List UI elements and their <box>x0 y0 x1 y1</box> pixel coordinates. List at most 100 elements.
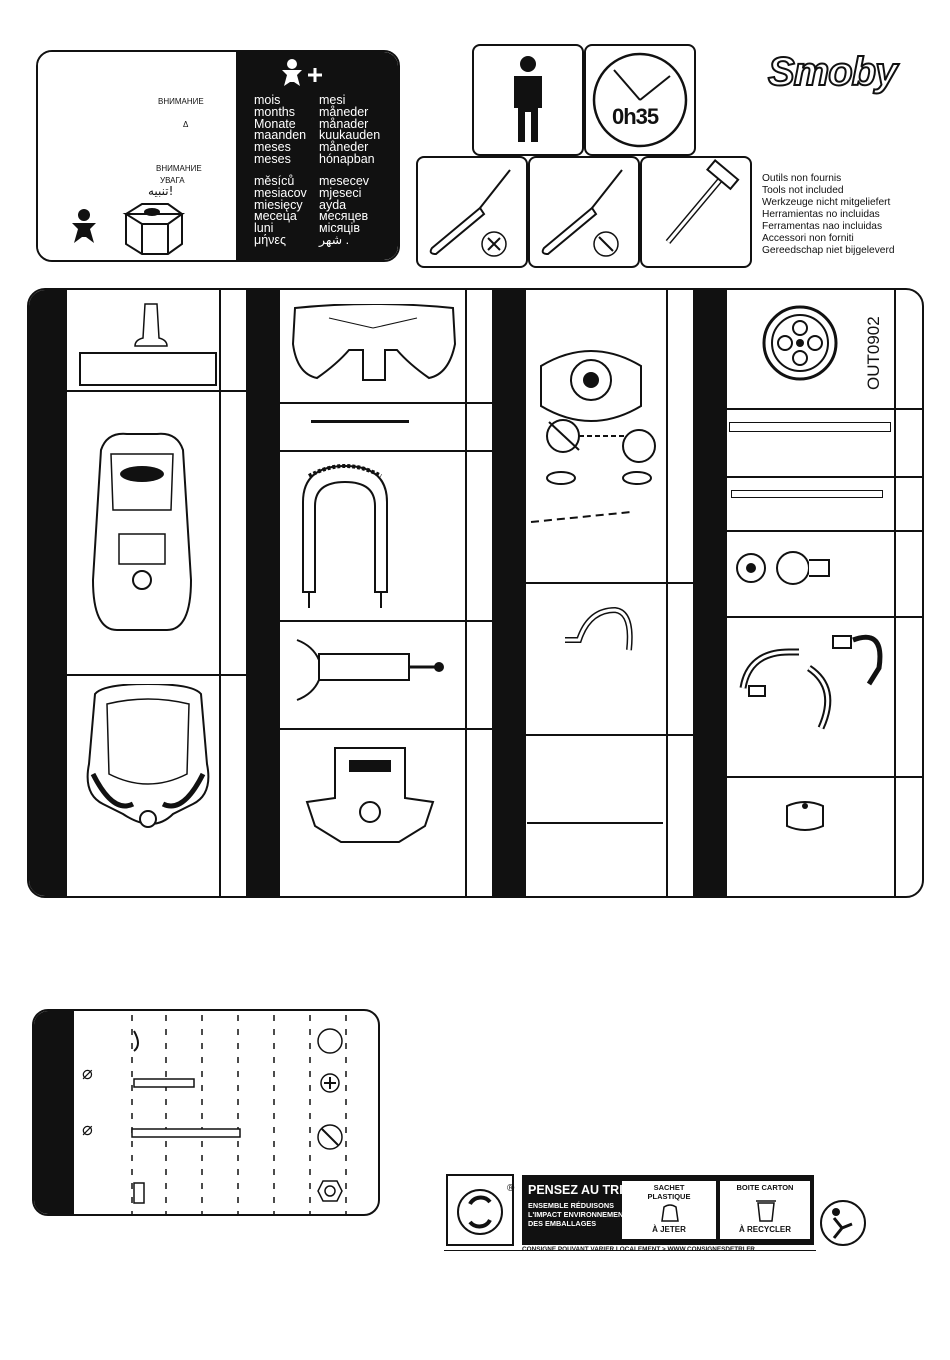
plastic-bag-icon <box>661 1204 679 1222</box>
bag-title-line: PLASTIQUE <box>647 1192 691 1201</box>
plastic-bag-instruction: SACHET PLASTIQUE À JETER <box>622 1181 716 1239</box>
child-plus-icon <box>282 59 322 86</box>
clock-icon <box>592 52 688 148</box>
rod-part <box>311 420 409 423</box>
bag-title-line: SACHET <box>653 1183 685 1192</box>
age-word: месяцев <box>319 209 369 224</box>
age-word: måneder <box>319 104 369 119</box>
screws-panel: ⌀ ⌀ <box>32 1009 380 1216</box>
warning-delta: Δ <box>183 120 189 129</box>
tools-note-line: Outils non fournis <box>762 173 842 184</box>
age-word: شهر . <box>319 232 350 247</box>
child-silhouette-icon <box>72 209 96 243</box>
steering-wheel-assembly-icon <box>530 350 656 523</box>
age-word: месеца <box>254 209 297 224</box>
small-part-cylinder-icon <box>122 203 186 255</box>
wheel-caps-part-icon <box>736 551 830 585</box>
age-word: μήνες <box>254 232 287 247</box>
age-word: mjeseci <box>319 185 362 200</box>
age-word: måneder <box>319 140 369 155</box>
cross-screwdriver-icon <box>429 169 511 257</box>
axle-part <box>729 422 891 432</box>
tools-not-included-note: Outils non fournis Tools not included We… <box>762 173 895 257</box>
tools-note-line: Ferramentas nao incluidas <box>762 221 883 232</box>
age-word: Monate <box>254 116 296 131</box>
warning-line: УВАГА <box>160 176 185 185</box>
age-word: ayda <box>319 197 347 212</box>
parts-column-band <box>29 290 67 896</box>
carton-box-instruction: BOITE CARTON À RECYCLER <box>720 1181 810 1239</box>
screw-gauge-icon <box>131 1015 347 1214</box>
seat-part-icon <box>86 684 210 828</box>
age-word: miesięcy <box>254 197 303 212</box>
warning-line: ВНИМАНИЕ <box>158 97 204 106</box>
age-word: maanden <box>254 128 307 143</box>
warning-line: ВНИМАНИЕ <box>156 164 202 173</box>
recycle-bin-icon <box>756 1200 776 1222</box>
age-word: meses <box>254 151 291 166</box>
box-action: À RECYCLER <box>738 1225 791 1234</box>
age-word: meses <box>254 140 291 155</box>
tools-note-line: Werkzeuge nicht mitgeliefert <box>762 197 891 208</box>
diameter-symbol: ⌀ <box>82 1063 93 1083</box>
age-word: mesecev <box>319 174 370 188</box>
dashboard-part-icon <box>291 304 457 381</box>
bag-action: À JETER <box>652 1225 686 1234</box>
age-word: mesi <box>319 93 346 107</box>
tools-note-line: Accessori non forniti <box>762 233 854 244</box>
hammer-icon <box>665 158 740 244</box>
green-dot-icon <box>446 1174 514 1246</box>
age-word: kuukauden <box>319 128 381 143</box>
diameter-symbol: ⌀ <box>82 1119 93 1139</box>
tool-tile-flat <box>528 156 640 268</box>
parts-column-band <box>246 290 280 896</box>
parts-column-band <box>693 290 727 896</box>
sorting-subline-text: ENSEMBLE RÉDUISONS <box>528 1201 614 1210</box>
age-warning-panel: mois months Monate maanden meses meses m… <box>236 52 398 260</box>
warning-line-arabic: تنبيه! <box>148 184 174 198</box>
smoby-logo: Smoby <box>767 49 898 95</box>
part-code: OUT0902 <box>864 316 883 390</box>
harness-strap-part-icon <box>739 634 883 730</box>
age-word: months <box>254 104 295 119</box>
time-tile: 0h35 <box>584 44 696 156</box>
warning-text-area: ВНИМАНИЕ Δ ВНИМАНИЕ УВАГА تنبيه! <box>38 52 236 260</box>
sorting-headline: PENSEZ AU TRI ! <box>528 1183 631 1197</box>
front-body-part-icon <box>305 747 435 843</box>
sorting-footer: CONSIGNE POUVANT VARIER LOCALEMENT > WWW… <box>522 1246 755 1253</box>
tools-note-line: Herramientas no incluidas <box>762 209 880 220</box>
tool-tile-cross <box>416 156 528 268</box>
age-word: місяців <box>319 221 360 236</box>
assembly-time: 0h35 <box>612 104 659 129</box>
flat-screwdriver-icon <box>541 169 623 257</box>
box-title: BOITE CARTON <box>736 1183 794 1192</box>
sorting-subline-text: DES EMBALLAGES <box>528 1219 597 1228</box>
button-cap-part-icon <box>786 801 824 831</box>
hook-part-icon <box>565 606 633 651</box>
triman-icon <box>820 1200 866 1246</box>
axle-part <box>731 490 883 498</box>
steering-column-part-icon <box>296 639 444 701</box>
tools-note-line: Tools not included <box>762 185 844 196</box>
tool-tile-hammer <box>640 156 752 268</box>
sorting-subline: ENSEMBLE RÉDUISONS L'IMPACT ENVIRONNEMEN… <box>528 1201 637 1228</box>
wheel-part-icon <box>762 305 838 381</box>
age-word: luni <box>254 221 274 236</box>
handle-frame-part-icon <box>302 464 388 608</box>
warning-panel: ВНИМАНИЕ Δ ВНИМАНИЕ УВАГА تنبيه! mois mo… <box>36 50 400 262</box>
car-body-part-icon <box>91 432 193 631</box>
sorting-subline-text: L'IMPACT ENVIRONNEMENTAL <box>528 1210 637 1219</box>
age-word: měsíců <box>254 174 295 188</box>
age-word: hónapban <box>319 151 375 166</box>
cap-part-icon <box>134 303 168 347</box>
registered-mark: ® <box>507 1183 515 1194</box>
parts-column-band <box>492 290 526 896</box>
tools-note-line: Gereedschap niet bijgeleverd <box>762 245 895 256</box>
adult-tile <box>472 44 584 156</box>
adult-icon <box>514 56 542 142</box>
parts-list-panel: OUT0902 <box>27 288 924 898</box>
long-rod-part <box>527 822 663 824</box>
sorting-banner: PENSEZ AU TRI ! ENSEMBLE RÉDUISONS L'IMP… <box>522 1175 814 1245</box>
age-word: mois <box>254 93 281 107</box>
age-word: månader <box>319 116 369 131</box>
